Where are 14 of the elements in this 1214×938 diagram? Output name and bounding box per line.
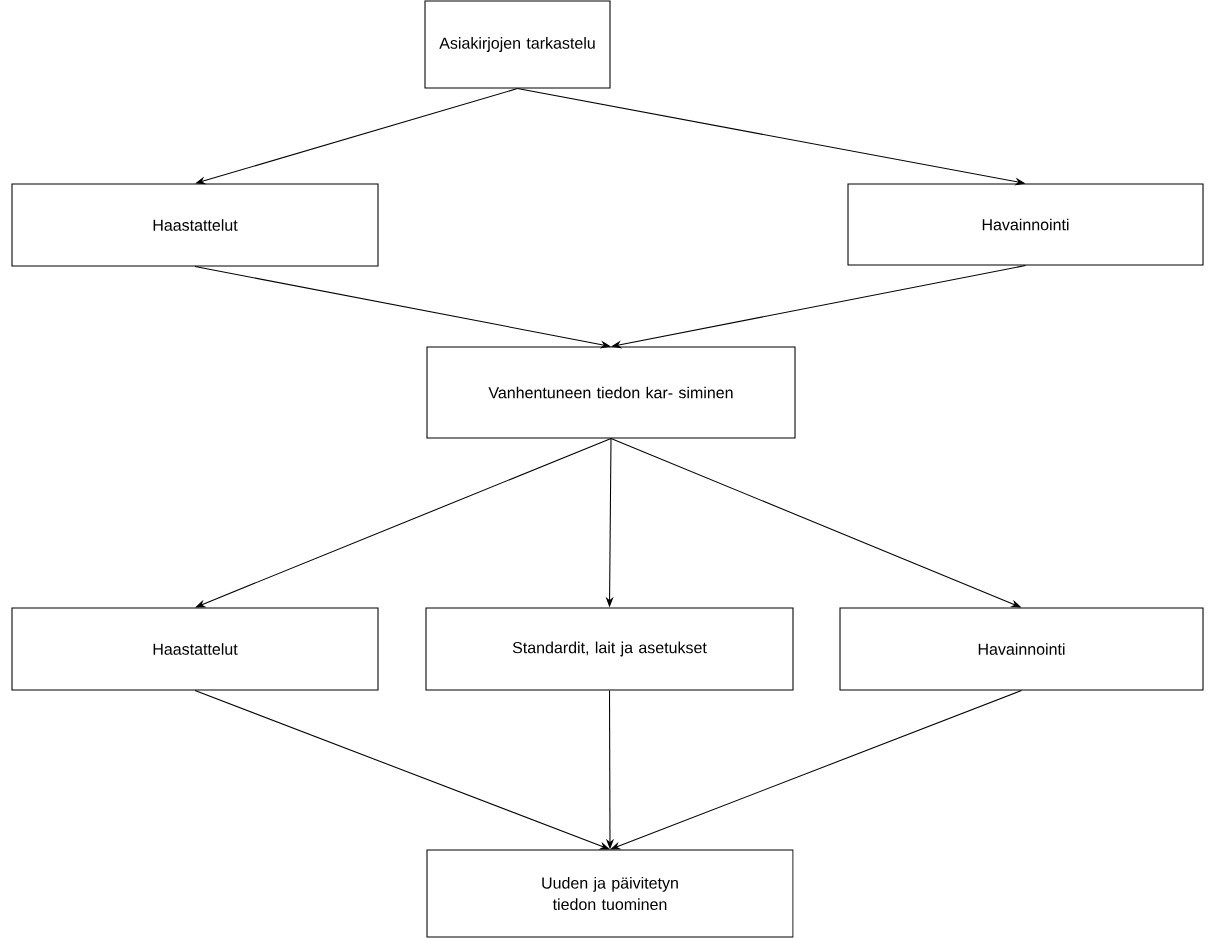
process-box: Haastattelut — [11, 607, 379, 691]
arrow — [195, 88, 519, 185]
process-box: Asiakirjojen tarkastelu — [424, 0, 611, 89]
arrow — [194, 266, 611, 349]
arrow — [195, 438, 612, 608]
process-box: Standardit, lait ja asetukset — [425, 607, 794, 691]
arrow — [194, 690, 610, 850]
arrow — [611, 265, 1027, 349]
process-box: Uuden ja päivitetyn tiedon tuominen — [426, 849, 794, 938]
arrow — [610, 690, 1023, 850]
process-box: Vanhentuneen tiedon kar- siminen — [426, 346, 796, 439]
process-box: Havainnointi — [839, 607, 1204, 691]
process-box: Haastattelut — [11, 183, 379, 267]
process-box: Havainnointi — [847, 183, 1204, 266]
